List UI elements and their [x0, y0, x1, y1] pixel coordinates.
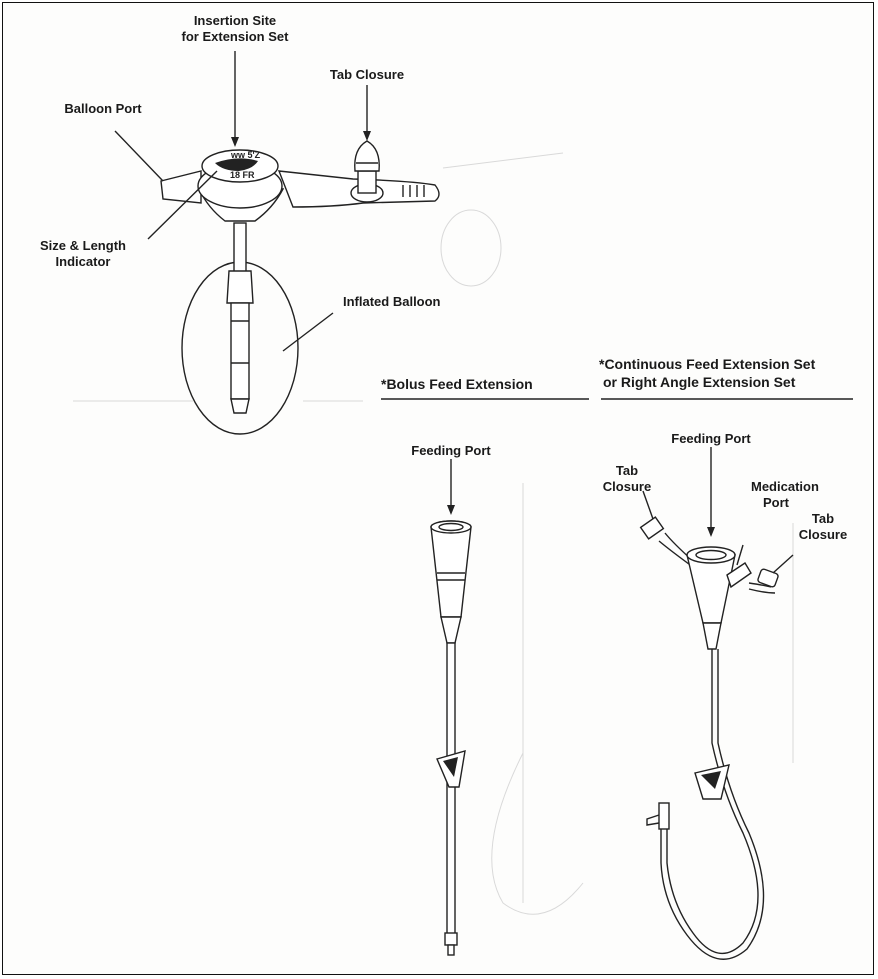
top-leader-lines	[114, 51, 371, 352]
insertion-site-label-line1: Insertion Site	[194, 13, 276, 28]
bolus-extension-drawing	[430, 459, 472, 956]
bolus-feed-header: *Bolus Feed Extension	[381, 376, 533, 392]
device-marking-top: ww 5'Z	[230, 150, 261, 160]
tab-closure-right-line1: Tab	[812, 511, 834, 526]
gastrostomy-tube-diagram: ww 5'Z 18 FR Insertion Site for Extensio…	[40, 13, 853, 960]
continuous-extension-drawing	[639, 447, 794, 960]
size-length-label-line2: Indicator	[56, 254, 111, 269]
feeding-port-bolus-label: Feeding Port	[411, 443, 491, 458]
tab-closure-cap	[354, 140, 380, 172]
tab-closure-left-line1: Tab	[616, 463, 638, 478]
g-tube-device: ww 5'Z 18 FR	[160, 140, 440, 435]
medication-port-line2: Port	[763, 495, 790, 510]
tab-closure-top-label: Tab Closure	[330, 67, 404, 82]
continuous-feed-header-line1: *Continuous Feed Extension Set	[599, 356, 816, 372]
shaft-tip	[230, 398, 250, 414]
medication-port-line1: Medication	[751, 479, 819, 494]
tab-closure-left-line2: Closure	[603, 479, 651, 494]
bleed-through-ghost	[73, 152, 794, 915]
inflated-balloon-label: Inflated Balloon	[343, 294, 441, 309]
size-length-label-line1: Size & Length	[40, 238, 126, 253]
shaft-lower	[230, 302, 250, 400]
continuous-feed-header-line2: or Right Angle Extension Set	[603, 374, 796, 390]
insertion-site-label-line2: for Extension Set	[182, 29, 290, 44]
tab-closure-right-line2: Closure	[799, 527, 847, 542]
balloon-port-label: Balloon Port	[64, 101, 142, 116]
shaft-collar	[226, 270, 254, 304]
balloon-port-wing	[160, 170, 202, 204]
insertion-site-opening	[215, 158, 258, 171]
device-marking-fr: 18 FR	[230, 170, 255, 180]
feeding-port-cont-label: Feeding Port	[671, 431, 751, 446]
